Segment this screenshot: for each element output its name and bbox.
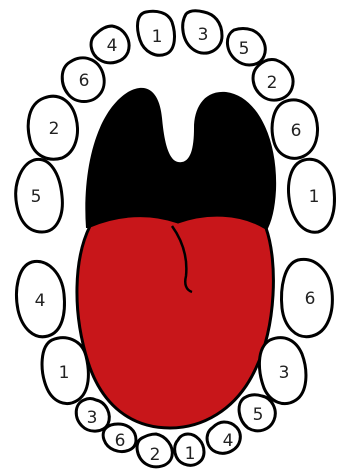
tooth-lower-right-2[interactable]: 3 [259,338,306,404]
tooth-upper-right-2[interactable]: 6 [272,100,317,158]
tooth-number: 5 [31,187,42,207]
tooth-number: 1 [185,444,196,464]
tooth-lower-right-1[interactable]: 6 [282,259,333,336]
tooth-number: 6 [291,121,302,141]
tongue [77,215,273,428]
tooth-number: 1 [59,363,70,383]
tooth-upper-right-1[interactable]: 1 [289,159,335,232]
tooth-lower-left-3[interactable]: 3 [76,399,109,432]
tooth-lower-left-1[interactable]: 4 [17,261,65,336]
tooth-upper-right-5[interactable]: 3 [183,11,222,53]
tooth-number: 4 [107,36,118,56]
tooth-upper-left-5[interactable]: 1 [138,11,175,55]
tooth-number: 4 [35,291,46,311]
tooth-number: 3 [198,25,209,45]
tooth-lower-left-2[interactable]: 1 [42,338,88,404]
tooth-number: 2 [267,73,278,93]
tooth-number: 2 [49,119,60,139]
tooth-number: 1 [309,187,320,207]
tooth-number: 5 [253,405,264,425]
tooth-lower-right-3[interactable]: 5 [239,395,275,431]
tooth-upper-right-4[interactable]: 5 [227,29,265,65]
tooth-number: 1 [152,27,163,47]
tooth-upper-right-3[interactable]: 2 [253,59,293,100]
tooth-number: 3 [279,363,290,383]
tooth-number: 2 [150,445,161,465]
tooth-lower-right-4[interactable]: 4 [207,422,240,453]
tooth-number: 5 [239,39,250,59]
tooth-upper-left-2[interactable]: 2 [28,96,77,159]
tooth-lower-left-5[interactable]: 2 [137,434,172,467]
tooth-number: 6 [305,289,316,309]
tooth-lower-right-5[interactable]: 1 [175,434,204,465]
tooth-upper-left-1[interactable]: 5 [16,159,63,232]
tooth-number: 6 [79,71,90,91]
tooth-upper-left-3[interactable]: 6 [62,58,104,102]
tooth-lower-left-4[interactable]: 6 [103,424,136,452]
tooth-number: 6 [115,431,126,451]
tooth-number: 3 [87,408,98,428]
tooth-upper-left-4[interactable]: 4 [91,26,129,63]
tooth-number: 4 [223,431,234,451]
throat [85,88,276,232]
